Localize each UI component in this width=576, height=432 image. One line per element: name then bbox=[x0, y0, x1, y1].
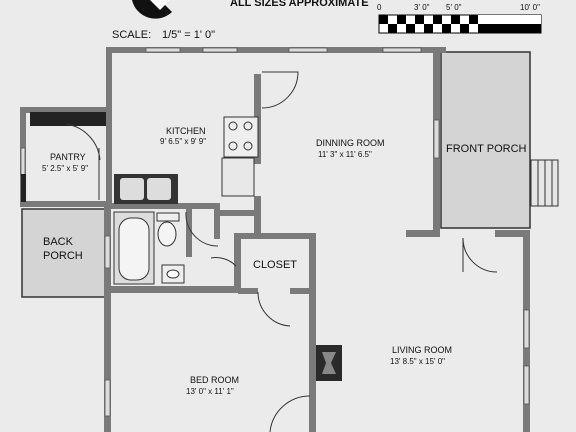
dining-label: DINNING ROOM bbox=[316, 138, 385, 148]
scale-value: 1/5" = 1' 0" bbox=[162, 29, 215, 41]
kitchen-sink-icon bbox=[114, 174, 178, 204]
back-porch-label-1: BACK bbox=[43, 236, 74, 248]
front-porch-label: FRONT PORCH bbox=[446, 143, 527, 155]
kitchen-size: 9' 6.5" x 9' 9" bbox=[160, 137, 206, 146]
bedroom-label: BED ROOM bbox=[190, 375, 239, 385]
scale-tick-0: 0 bbox=[377, 3, 382, 12]
fireplace-icon bbox=[316, 345, 342, 381]
scale-label: SCALE: bbox=[112, 29, 151, 41]
living-size: 13' 8.5" x 15' 0" bbox=[390, 357, 445, 366]
living-label: LIVING ROOM bbox=[392, 345, 452, 355]
windows bbox=[20, 47, 530, 417]
pantry-label: PANTRY bbox=[50, 152, 86, 162]
pantry-size: 5' 2.5" x 5' 9" bbox=[42, 164, 88, 173]
kitchen-label: KITCHEN bbox=[166, 126, 206, 136]
compass-logo bbox=[132, 0, 172, 19]
stove-icon bbox=[223, 116, 259, 158]
closet-label: CLOSET bbox=[253, 259, 297, 271]
bathtub-icon bbox=[113, 211, 155, 285]
scale-tick-3ft: 3' 0" bbox=[414, 3, 430, 12]
toilet-icon bbox=[156, 212, 180, 247]
front-steps bbox=[530, 159, 559, 207]
front-porch-area bbox=[440, 51, 531, 229]
bath-sink-icon bbox=[161, 264, 185, 284]
sizes-note: ALL SIZES APPROXIMATE bbox=[230, 0, 369, 9]
fridge-icon bbox=[221, 157, 255, 197]
doors bbox=[65, 71, 498, 432]
scale-bar: 0 3' 0" 5' 0" 10' 0" bbox=[377, 3, 542, 34]
back-porch-label-2: PORCH bbox=[43, 250, 83, 262]
scale-tick-10ft: 10' 0" bbox=[520, 3, 540, 12]
bedroom-size: 13' 0" x 11' 1" bbox=[186, 387, 234, 396]
kitchen-counter bbox=[21, 112, 106, 202]
dining-size: 11' 3" x 11' 6.5" bbox=[318, 150, 372, 159]
scale-tick-5ft: 5' 0" bbox=[446, 3, 462, 12]
